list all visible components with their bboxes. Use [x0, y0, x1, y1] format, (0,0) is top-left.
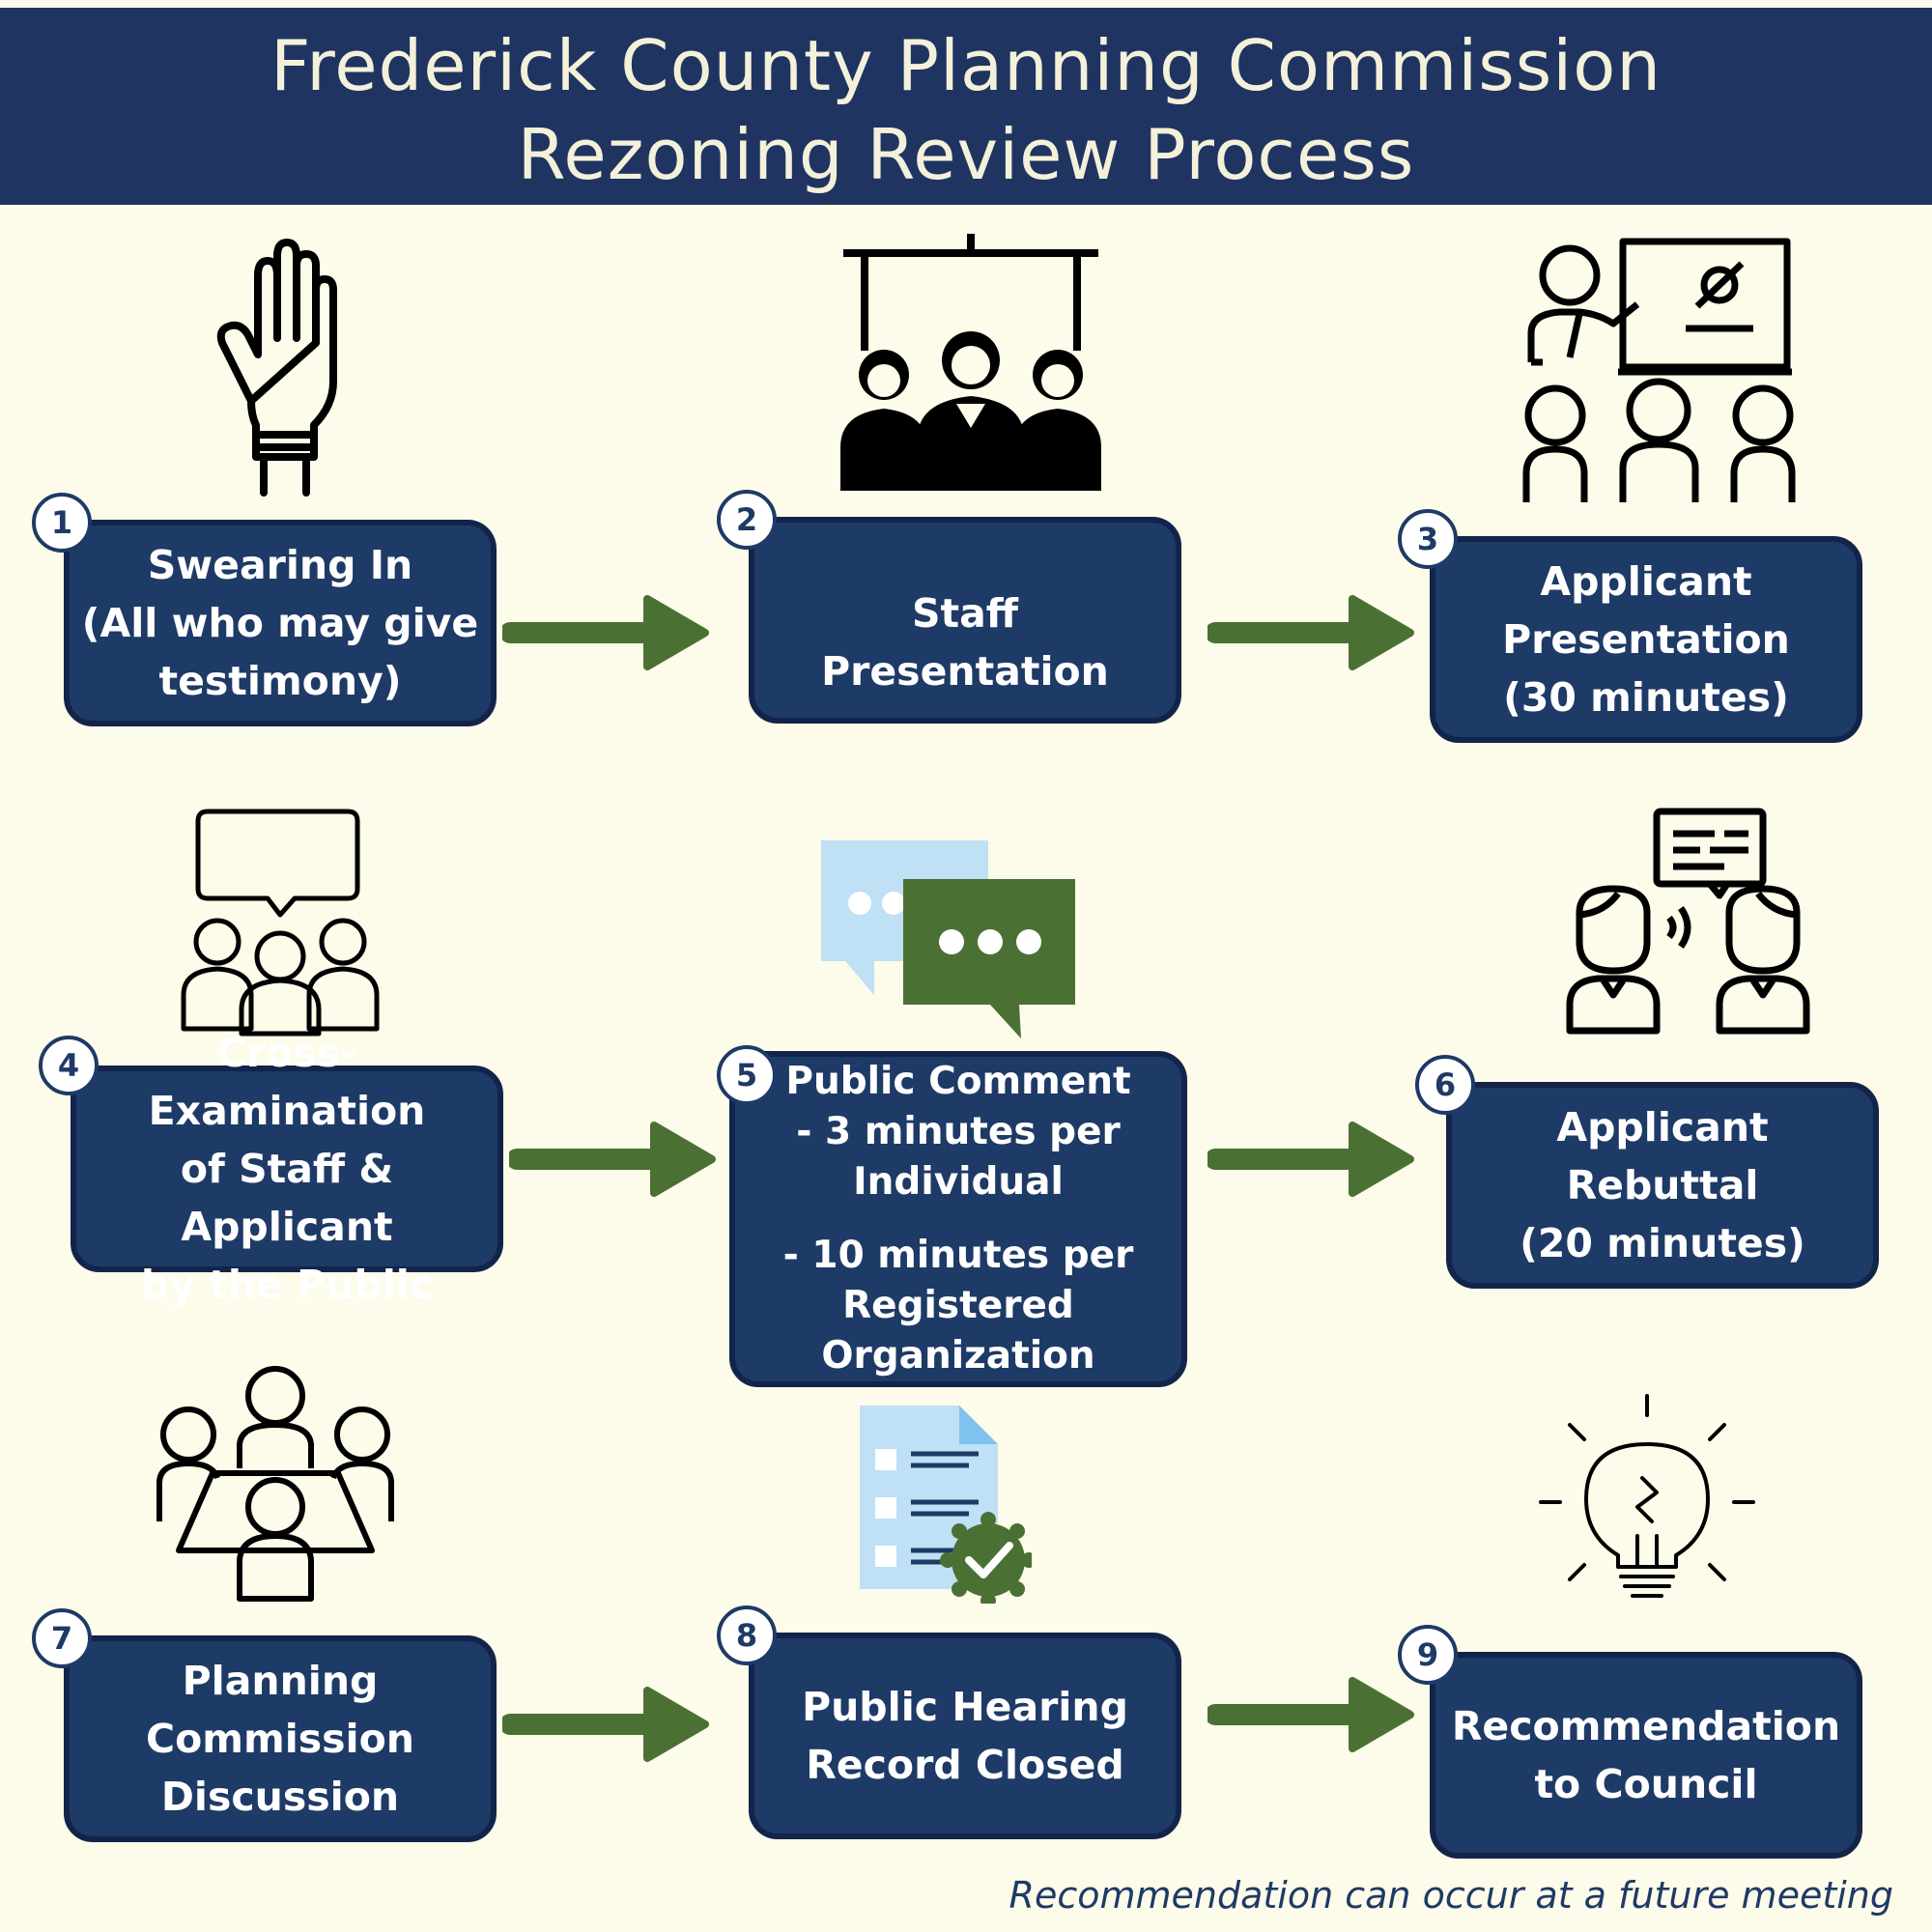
- chat-bubbles-icon: [821, 840, 1075, 1038]
- step-5-line-6: Organization: [821, 1334, 1095, 1378]
- step-3-line-1: Applicant: [1540, 558, 1752, 605]
- step-number-7: 7: [32, 1608, 92, 1668]
- step-box-2[interactable]: Staff Presentation: [749, 517, 1181, 724]
- step-6-line-2: (20 minutes): [1520, 1220, 1805, 1266]
- step-4-line-1: Cross-Examination: [148, 1030, 426, 1134]
- step-7-line-2: Commission: [146, 1716, 414, 1762]
- conversation-icon: [1566, 808, 1810, 1035]
- step-7-line-3: Discussion: [160, 1774, 400, 1820]
- header-banner: Frederick County Planning Commission Rez…: [0, 8, 1932, 205]
- meeting-table-icon: [156, 1366, 394, 1602]
- step-box-8[interactable]: Public Hearing Record Closed: [749, 1633, 1181, 1839]
- step-3-line-3: (30 minutes): [1503, 674, 1789, 721]
- step-number-1: 1: [32, 493, 92, 553]
- arrow-5-to-6: [1208, 1122, 1414, 1197]
- panel-presenters-icon: [840, 234, 1101, 491]
- step-5-line-4: - 10 minutes per: [782, 1234, 1134, 1277]
- step-box-3[interactable]: Applicant Presentation (30 minutes): [1430, 536, 1862, 743]
- step-6-line-1: Applicant Rebuttal: [1556, 1104, 1769, 1208]
- step-number-5: 5: [717, 1045, 777, 1105]
- step-number-8: 8: [717, 1605, 777, 1665]
- step-7-line-1: Planning: [182, 1658, 379, 1704]
- step-box-9[interactable]: Recommendation to Council: [1430, 1652, 1862, 1859]
- step-1-line-3: testimony): [158, 658, 402, 704]
- checklist-approved-icon: [860, 1406, 1032, 1604]
- step-5-line-5: Registered: [842, 1284, 1074, 1327]
- step-8-line-2: Record Closed: [806, 1742, 1124, 1788]
- arrow-2-to-3: [1208, 595, 1414, 670]
- raised-hand-icon: [216, 239, 337, 497]
- arrow-8-to-9: [1208, 1677, 1414, 1752]
- step-5-line-3: Individual: [853, 1160, 1064, 1204]
- step-5-line-2: - 3 minutes per: [796, 1110, 1121, 1153]
- step-number-4: 4: [39, 1036, 99, 1095]
- step-4-line-2: of Staff & Applicant: [180, 1146, 394, 1250]
- step-8-line-1: Public Hearing: [802, 1684, 1128, 1730]
- lightbulb-icon: [1539, 1394, 1755, 1598]
- step-box-1[interactable]: Swearing In (All who may give testimony): [64, 520, 497, 726]
- step-4-line-3: by the Public: [140, 1262, 434, 1308]
- page-title-line1: Frederick County Planning Commission: [270, 25, 1662, 106]
- teacher-classroom-icon: [1522, 238, 1796, 502]
- step-1-line-1: Swearing In: [147, 542, 413, 588]
- step-number-3: 3: [1398, 509, 1458, 569]
- step-9-line-2: to Council: [1534, 1761, 1758, 1807]
- step-number-9: 9: [1398, 1625, 1458, 1685]
- step-5-line-1: Public Comment: [785, 1060, 1131, 1103]
- step-box-4[interactable]: Cross-Examination of Staff & Applicant b…: [71, 1030, 503, 1308]
- arrow-7-to-8: [502, 1687, 709, 1762]
- step-9-line-1: Recommendation: [1451, 1703, 1841, 1749]
- step-3-line-2: Presentation: [1502, 616, 1790, 663]
- page-title-line2: Rezoning Review Process: [517, 114, 1415, 195]
- step-1-line-2: (All who may give: [81, 600, 479, 646]
- footnote: Recommendation can occur at a future mee…: [1009, 1874, 1893, 1917]
- arrow-4-to-5: [509, 1122, 716, 1197]
- arrow-1-to-2: [502, 595, 709, 670]
- step-number-2: 2: [717, 490, 777, 550]
- crowd-speech-icon: [181, 809, 380, 1037]
- step-box-5[interactable]: Public Comment - 3 minutes per Individua…: [729, 1051, 1187, 1387]
- step-box-7[interactable]: Planning Commission Discussion: [64, 1635, 497, 1842]
- step-number-6: 6: [1415, 1055, 1475, 1115]
- step-2-line-1: Staff Presentation: [821, 590, 1109, 695]
- step-box-6[interactable]: Applicant Rebuttal (20 minutes): [1446, 1082, 1879, 1289]
